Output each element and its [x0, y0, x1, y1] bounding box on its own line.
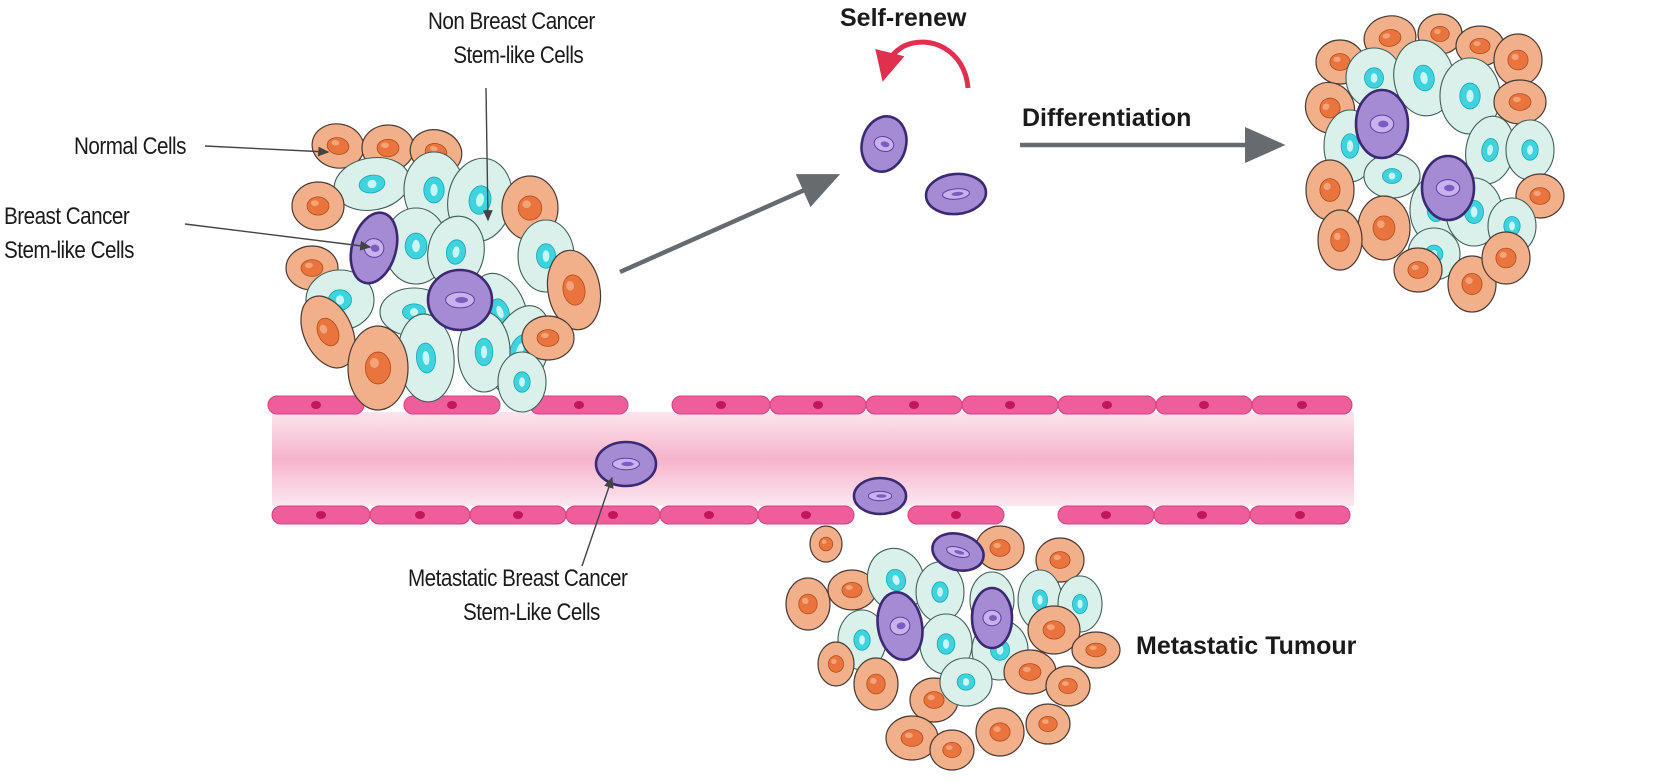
normal-cell — [1025, 703, 1071, 745]
normal-cell — [1035, 537, 1085, 583]
free-stem-cells — [594, 115, 988, 516]
endothelial-cell — [529, 395, 629, 415]
cancer-stem-cell — [970, 586, 1014, 650]
metastatic-tumour-label: Metastatic Tumour — [1136, 632, 1357, 660]
non-stem-cell — [1393, 39, 1455, 117]
migration-arrow — [619, 173, 841, 275]
non-stem-cell — [1465, 115, 1515, 185]
endothelial-cell — [1057, 395, 1157, 415]
non-stem-cell — [915, 561, 965, 623]
normal-cell — [809, 525, 843, 563]
cancer-stem-cell — [852, 476, 908, 516]
non-stem-cell — [939, 657, 993, 707]
endothelial-cell — [271, 505, 371, 525]
endothelial-cell — [1249, 505, 1351, 525]
non-stem-cell — [427, 215, 485, 289]
endothelial-cell — [865, 395, 963, 415]
endothelial-cell — [659, 505, 759, 525]
endothelial-cell — [1153, 505, 1251, 525]
breast-cancer-stem-pointer — [184, 223, 372, 251]
normal-cell — [975, 707, 1025, 757]
normal-cell — [817, 641, 855, 687]
normal-cell — [291, 181, 345, 231]
non-stem-cell — [1363, 153, 1421, 199]
normal-cell — [1493, 33, 1543, 87]
non-breast-cancer-stem-label: Non Breast Cancer Stem-like Cells — [428, 5, 595, 73]
non-breast-cancer-line1: Non Breast Cancer — [428, 8, 595, 35]
normal-cell — [1003, 649, 1057, 695]
normal-cell — [546, 249, 602, 331]
metastatic-stem-pointer — [581, 476, 614, 567]
non-stem-cell — [497, 351, 547, 413]
normal-cell — [1493, 79, 1547, 125]
endothelial-cell — [267, 395, 365, 415]
normal-cell — [1027, 605, 1081, 655]
differentiation-label: Differentiation — [1022, 104, 1192, 132]
non-breast-cancer-pointer — [482, 87, 493, 222]
cancer-stem-cell — [924, 172, 988, 216]
breast-cancer-stem-line1: Breast Cancer — [4, 203, 130, 230]
metastatic-stem-line1: Metastatic Breast Cancer — [408, 565, 628, 592]
endothelial-cell — [1057, 505, 1155, 525]
endothelial-cell — [469, 505, 567, 525]
cancer-stem-cell — [426, 268, 494, 332]
normal-cell — [1045, 665, 1091, 707]
self-renew-label: Self-renew — [840, 4, 967, 32]
normal-cell — [1305, 159, 1355, 221]
normal-cell — [853, 657, 899, 711]
breast-cancer-stem-label: Breast Cancer Stem-like Cells — [4, 200, 134, 268]
non-stem-cell — [1505, 119, 1555, 181]
normal-cell — [1071, 631, 1121, 669]
normal-cell — [975, 525, 1025, 571]
normal-cells-label: Normal Cells — [74, 130, 186, 164]
normal-cell — [347, 325, 409, 411]
blood-vessel — [267, 395, 1354, 525]
metastatic-stem-label: Metastatic Breast Cancer Stem-Like Cells — [408, 562, 628, 630]
endothelial-cell — [907, 505, 1005, 525]
cancer-stem-cell — [1354, 88, 1410, 160]
normal-cell — [1481, 231, 1531, 285]
metastatic-stem-line2: Stem-Like Cells — [463, 599, 600, 626]
breast-cancer-stem-line2: Stem-like Cells — [4, 237, 134, 264]
normal-cell — [785, 577, 831, 631]
normal-cell — [521, 315, 575, 361]
metastatic-tumour-cluster — [785, 525, 1121, 771]
endothelial-cell — [369, 505, 471, 525]
normal-cells-text: Normal Cells — [74, 133, 186, 160]
normal-cell — [885, 715, 939, 761]
endothelial-cell — [961, 395, 1059, 415]
normal-cell — [827, 569, 877, 611]
cancer-stem-cell — [860, 115, 908, 173]
endothelial-cell — [1251, 395, 1353, 415]
cancer-stem-cell — [876, 590, 924, 662]
endothelial-cell — [671, 395, 771, 415]
non-stem-cell — [397, 313, 455, 403]
normal-cell — [300, 295, 356, 369]
cancer-stem-cell — [594, 440, 658, 488]
normal-cell — [929, 729, 975, 771]
primary-tumour-cluster — [285, 123, 602, 413]
endothelial-cell — [757, 505, 855, 525]
cancer-stem-cell — [1420, 154, 1476, 222]
endothelial-cell — [769, 395, 867, 415]
normal-cell — [1515, 173, 1565, 219]
normal-cells-pointer — [204, 145, 330, 157]
non-stem-cell — [457, 311, 511, 393]
endothelial-cell — [565, 505, 661, 525]
non-stem-cell — [333, 157, 411, 211]
normal-cell — [1357, 195, 1411, 261]
non-breast-cancer-line2: Stem-like Cells — [453, 42, 584, 69]
vessel-lumen — [272, 412, 1354, 506]
differentiated-tumour-cluster — [1304, 13, 1565, 313]
normal-cell — [1317, 209, 1363, 271]
self-renew-arrow — [875, 39, 971, 89]
non-stem-cell — [866, 547, 926, 613]
endothelial-cell — [1155, 395, 1253, 415]
normal-cell — [1393, 247, 1443, 293]
cancer-stem-cell — [931, 532, 985, 572]
